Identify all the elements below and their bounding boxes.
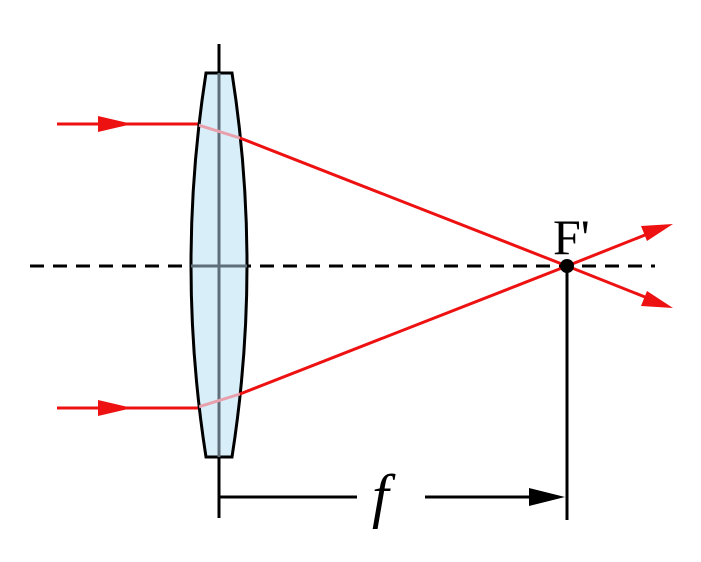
diverging-ray-down-arrowhead: [641, 291, 673, 308]
incoming-ray-bottom-arrowhead: [98, 400, 132, 416]
ray-inside-lens-top: [194, 122, 241, 140]
diverging-ray-down: [566, 264, 651, 301]
diverging-ray-up: [566, 231, 651, 268]
refracted-ray-bottom: [239, 264, 568, 396]
focal-point-dot: [560, 259, 574, 273]
incoming-ray-top-arrowhead: [98, 116, 132, 132]
diverging-ray-up-arrowhead: [641, 224, 673, 241]
focal-length-arrowhead: [529, 488, 565, 506]
focal-length-label: f: [372, 463, 396, 529]
ray-inside-lens-bottom: [194, 392, 241, 410]
focal-point-label: F': [553, 209, 590, 265]
refracted-ray-top: [239, 136, 568, 268]
